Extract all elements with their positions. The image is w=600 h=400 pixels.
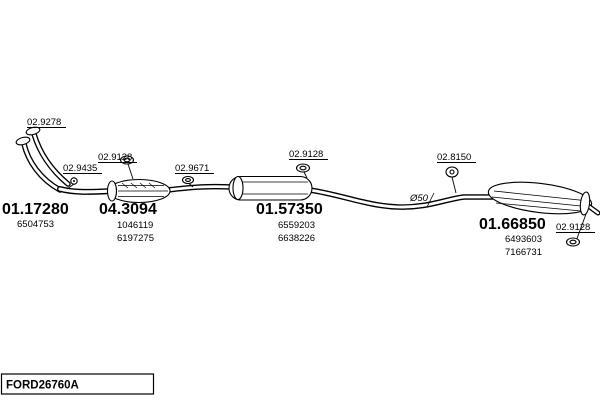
part-code-01-17280: 01.17280 — [2, 201, 69, 218]
part-number-7166731: 7166731 — [505, 247, 542, 258]
leader-line — [576, 213, 587, 239]
tail-pipe-fill — [308, 188, 494, 209]
hanger-icon-02-8150 — [445, 166, 459, 194]
bolt-icon-02-9435 — [66, 177, 78, 190]
rear-silencer-body — [487, 181, 593, 215]
front-silencer-drawing — [106, 178, 171, 204]
front-silencer-end-cap — [106, 180, 118, 202]
downpipe-upper-fill — [32, 132, 70, 186]
part-code-02-8150: 02.8150 — [437, 152, 471, 163]
part-number-6493603: 6493603 — [505, 234, 542, 245]
leader-line — [127, 163, 134, 180]
hatch-line — [121, 182, 129, 189]
gasket-icon-front — [119, 155, 135, 180]
gasket-ring-hole — [299, 165, 307, 171]
part-code-02-9128-mid: 02.9128 — [289, 149, 323, 160]
part-code-04-3094: 04.3094 — [99, 201, 157, 218]
leader-line — [66, 183, 75, 190]
diameter-tick — [426, 192, 435, 208]
part-number-6638226: 6638226 — [278, 233, 315, 244]
centre-silencer-end-cap — [232, 175, 244, 201]
part-code-02-9671: 02.9671 — [175, 163, 209, 174]
detail-line — [495, 202, 582, 212]
intermediate-pipe-fill — [166, 185, 234, 192]
part-code-01-66850: 01.66850 — [479, 216, 546, 233]
part-number-6559203: 6559203 — [278, 220, 315, 231]
gasket-icon-mid — [295, 163, 311, 179]
gasket-ring-hole — [123, 157, 131, 163]
part-labels: 02.9278 02.9435 02.9128 01.17280 6504753… — [2, 117, 595, 258]
leader-line — [303, 171, 308, 179]
tail-pipe-outline — [307, 187, 495, 210]
clamp-icon-02-9671 — [181, 175, 195, 188]
clamp-icon-hole — [185, 178, 191, 182]
part-code-02-9278: 02.9278 — [27, 117, 61, 128]
part-number-6197275: 6197275 — [117, 233, 154, 244]
rear-silencer-end-cap — [579, 191, 591, 216]
hatch-line — [130, 182, 138, 189]
detail-line — [491, 196, 587, 207]
downpipe-lower-fill — [22, 142, 62, 192]
drawing-number-box: FORD26760A — [0, 373, 155, 395]
leader-line — [188, 183, 194, 188]
part-code-02-9435: 02.9435 — [63, 163, 97, 174]
detail-line — [493, 190, 585, 201]
part-code-02-9128-front: 02.9128 — [98, 152, 132, 163]
part-number-6504753: 6504753 — [17, 219, 54, 230]
leader-line — [451, 176, 457, 194]
bolt-icon-center — [73, 180, 75, 182]
drawing-number: FORD26760A — [6, 380, 79, 392]
part-number-1046119: 1046119 — [117, 220, 153, 231]
downpipes-drawing — [21, 131, 115, 195]
gasket-ring-hole — [569, 239, 577, 245]
hatch-line — [148, 182, 156, 189]
drawing-number-frame — [0, 373, 155, 395]
pipe-diameter-annotation: Ø50 — [409, 193, 429, 204]
hanger-icon-hole — [449, 169, 455, 175]
part-code-01-57350: 01.57350 — [256, 201, 323, 218]
gasket-icon-rear — [565, 213, 587, 247]
flange-gasket-icon — [15, 136, 31, 146]
hatch-line — [139, 182, 147, 189]
centre-silencer-drawing — [228, 175, 313, 201]
tail-pipe-drawing — [307, 187, 495, 210]
intermediate-pipe-drawing — [165, 183, 235, 193]
rear-silencer-drawing — [487, 181, 600, 216]
part-code-02-9128-rear: 02.9128 — [556, 222, 590, 233]
